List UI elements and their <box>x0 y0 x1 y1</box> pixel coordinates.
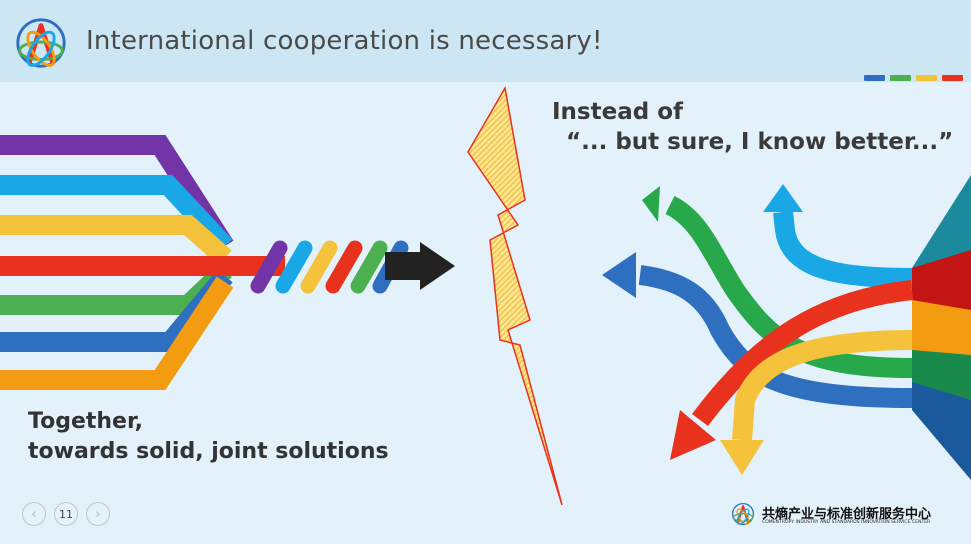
org-name-chinese: 共熵产业与标准创新服务中心 <box>762 507 932 522</box>
slide-title: International cooperation is necessary! <box>86 26 603 56</box>
diverging-arrows <box>602 175 971 480</box>
lightning-bolt-icon <box>467 85 563 506</box>
chevron-right-icon[interactable]: › <box>86 502 110 526</box>
page-number[interactable]: 11 <box>54 502 78 526</box>
know-better-quote: “... but sure, I know better...” <box>566 129 954 155</box>
joint-solutions-label: towards solid, joint solutions <box>28 439 389 464</box>
footer-brand: 共熵产业与标准创新服务中心 COMENTROPY INDUSTRY AND ST… <box>730 501 970 531</box>
instead-caption: Instead of “... but sure, I know better.… <box>552 97 953 157</box>
atom-logo-icon <box>16 18 66 68</box>
together-caption: Together, towards solid, joint solutions <box>28 407 389 467</box>
instead-label: Instead of <box>552 99 684 125</box>
slide-header: International cooperation is necessary! <box>0 0 971 82</box>
slide-pager: ‹ 11 › <box>22 502 110 526</box>
color-stripes <box>864 75 963 81</box>
converging-bands <box>0 135 285 390</box>
chevron-left-icon[interactable]: ‹ <box>22 502 46 526</box>
arrow-right-icon <box>385 242 455 290</box>
org-name-english: COMENTROPY INDUSTRY AND STANDARDS INNOVA… <box>762 520 931 525</box>
together-label: Together, <box>28 409 143 434</box>
atom-logo-icon <box>731 502 755 526</box>
